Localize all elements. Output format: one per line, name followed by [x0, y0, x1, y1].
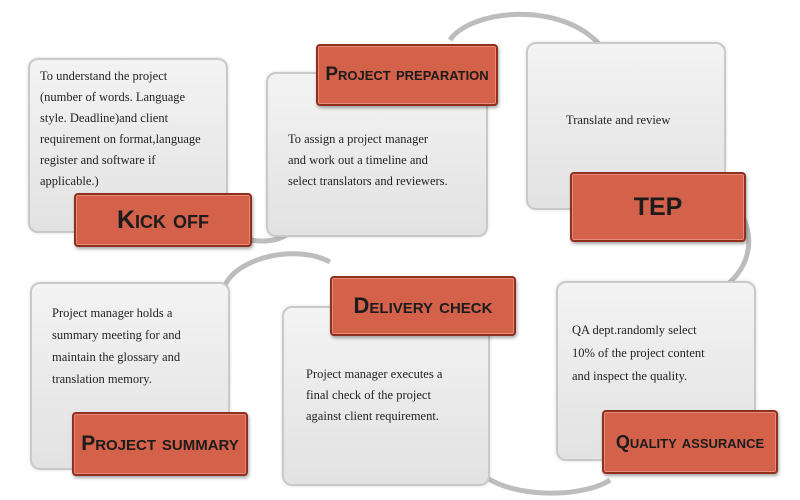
- tag-project-summary: Project summary: [72, 412, 248, 476]
- kick-off-description: To understand the project (number of wor…: [40, 69, 201, 188]
- project-preparation-description: To assign a project manager and work out…: [288, 132, 448, 188]
- card-kick-off: To understand the project (number of wor…: [28, 58, 228, 233]
- tep-description: Translate and review: [566, 113, 671, 127]
- delivery-check-description: Project manager executes a final check o…: [306, 367, 443, 423]
- card-delivery-check: Project manager executes a final check o…: [282, 306, 490, 486]
- tag-kick-off: Kick off: [74, 193, 252, 247]
- project-summary-description: Project manager holds a summary meeting …: [52, 306, 181, 386]
- connector-summary-to-kickoff: [222, 251, 332, 287]
- connector-preparation-to-tep: [447, 11, 602, 47]
- tag-quality-assurance: Quality assurance: [602, 410, 778, 474]
- tag-delivery-check: Delivery check: [330, 276, 516, 336]
- tag-tep: TEP: [570, 172, 746, 242]
- quality-assurance-description: QA dept.randomly select 10% of the proje…: [572, 323, 705, 383]
- connector-quality-to-delivery: [467, 458, 612, 496]
- tag-project-preparation: Project preparation: [316, 44, 498, 106]
